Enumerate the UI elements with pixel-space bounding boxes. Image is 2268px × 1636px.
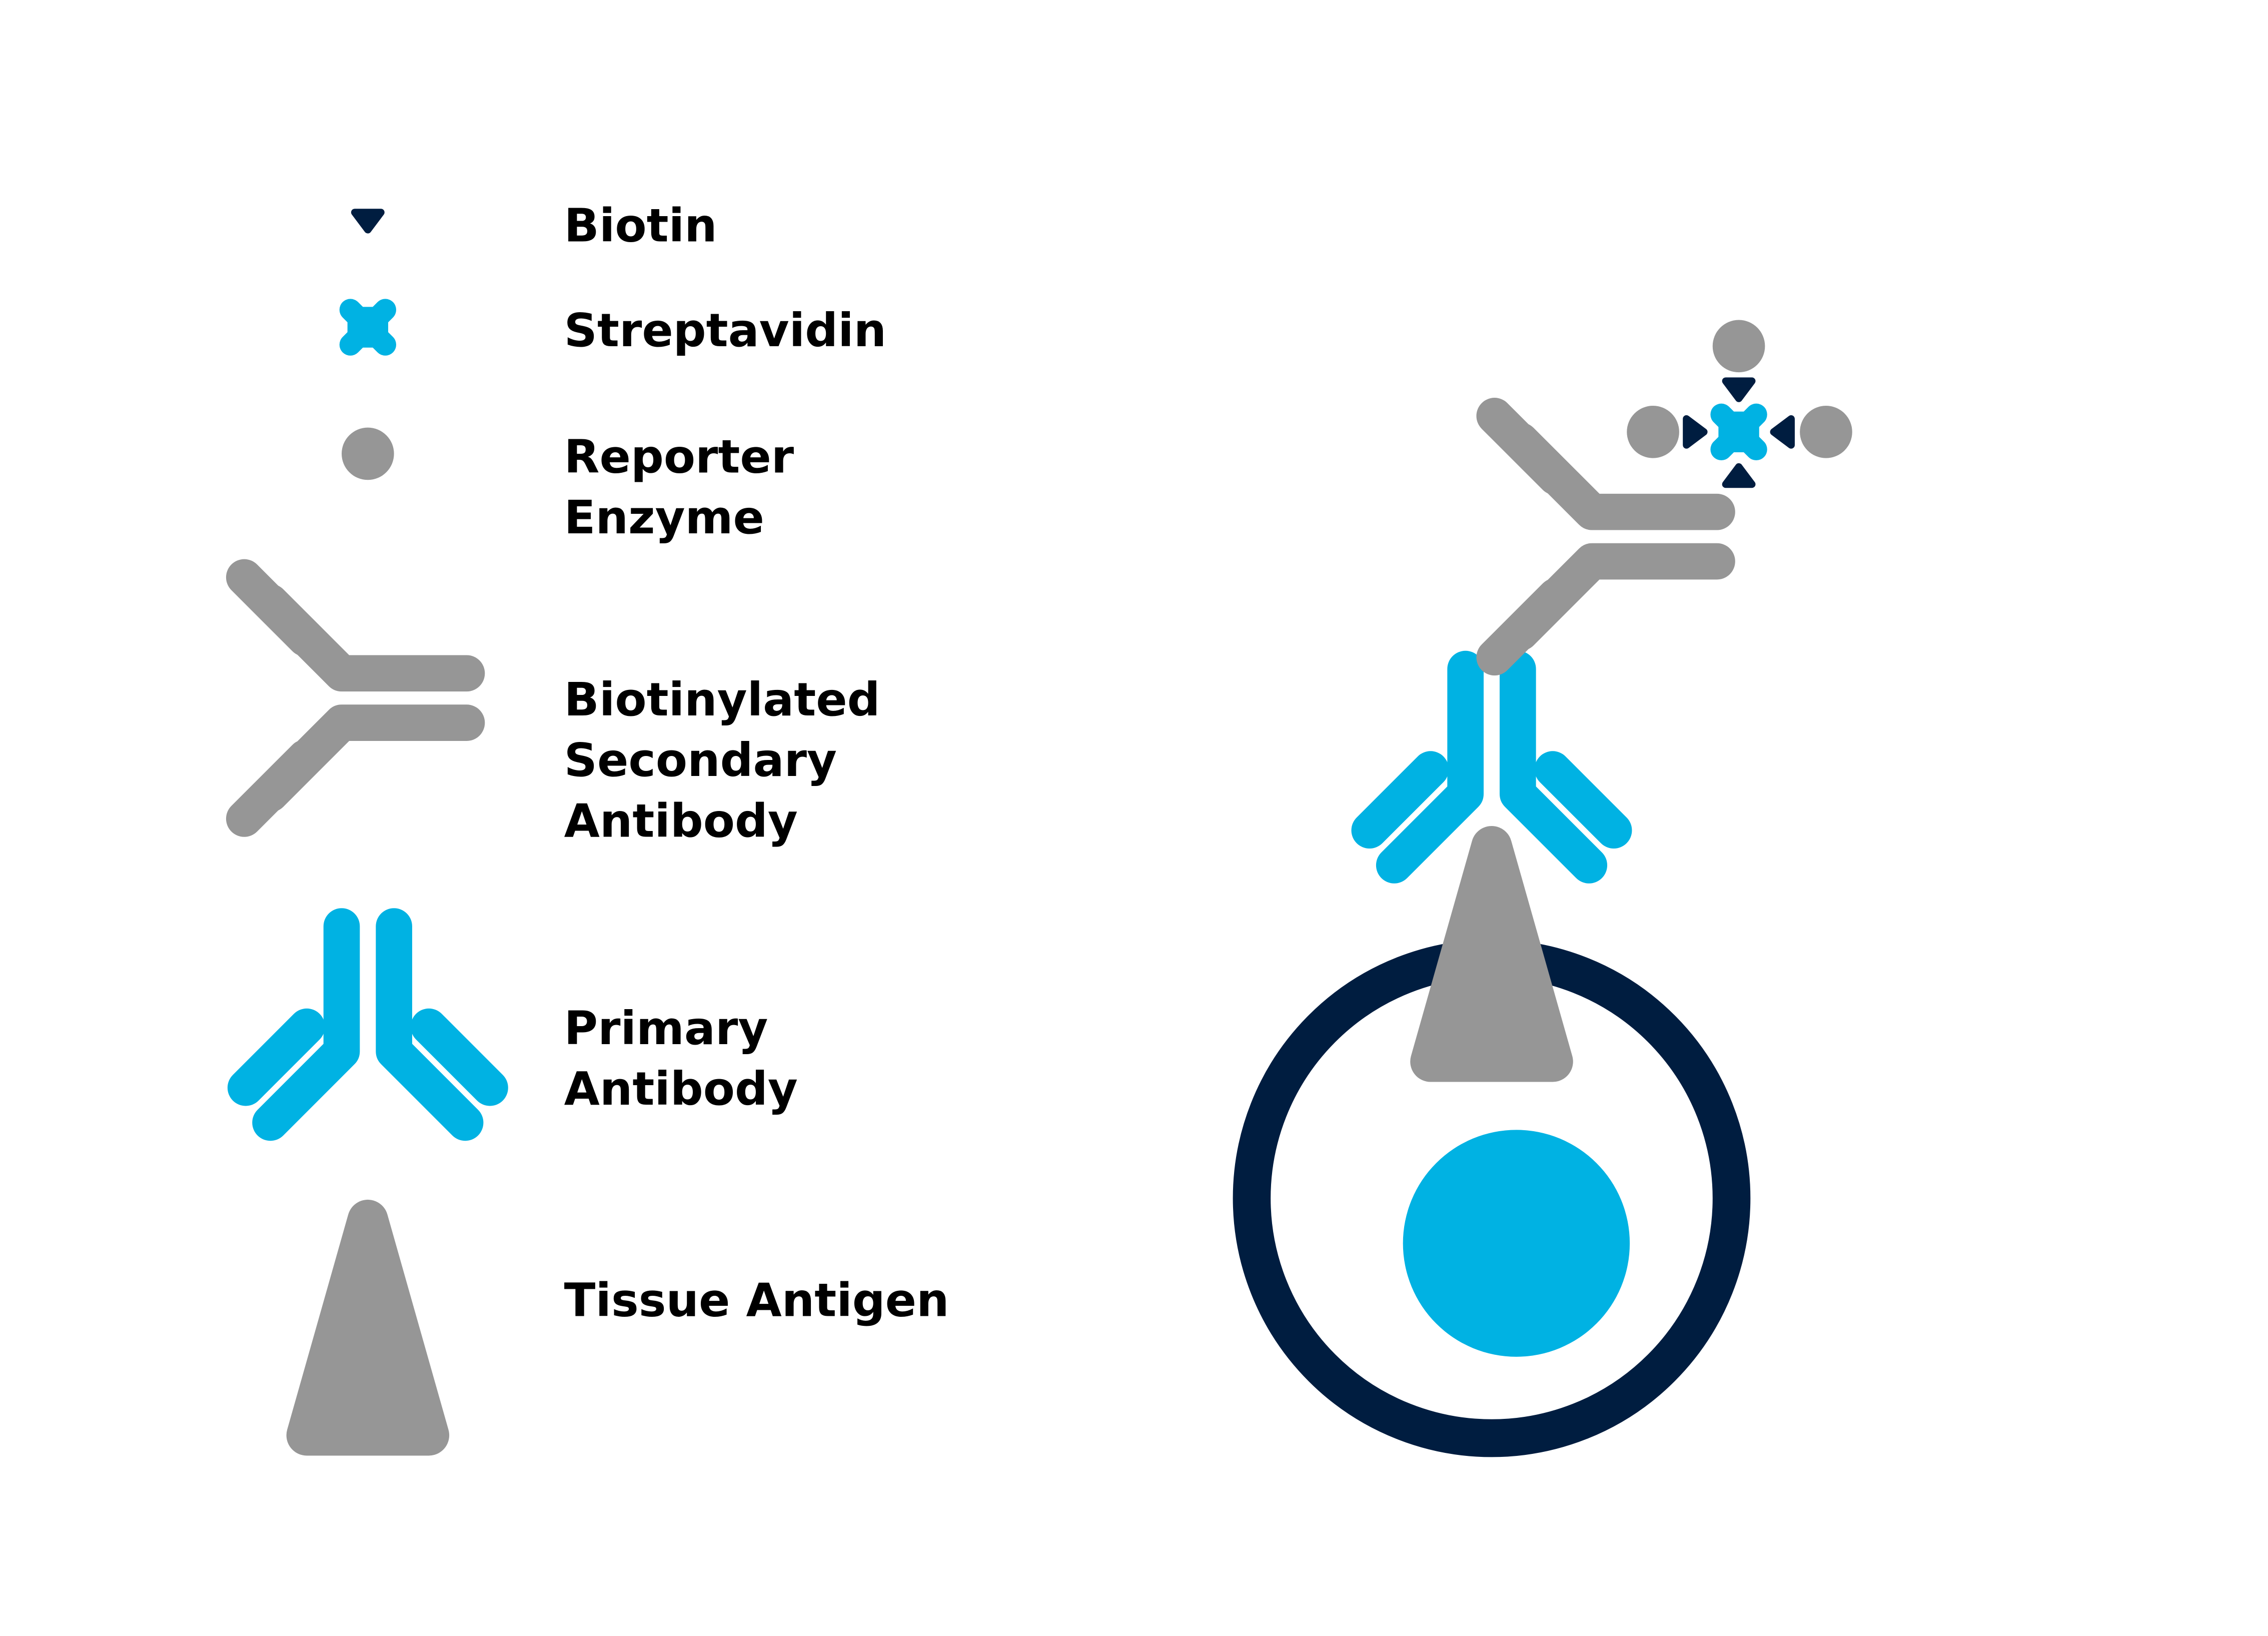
reporter-label-line-2: Enzyme: [564, 491, 764, 544]
secondary-label-line-2: Secondary: [564, 733, 837, 787]
streptavidin-label-line: Streptavidin: [564, 304, 886, 357]
complex-reporter-enzyme-left: [1627, 406, 1679, 458]
streptavidin-label: Streptavidin: [564, 304, 886, 357]
complex-biotin-left: [1686, 419, 1704, 445]
complex-biotin-bottom: [1726, 467, 1752, 484]
primary-label-line-1: Primary: [564, 1002, 768, 1055]
tissue-antigen-label: Tissue Antigen: [564, 1273, 949, 1327]
complex-biotin-right: [1774, 419, 1791, 445]
complex-streptavidin: [1718, 412, 1759, 452]
primary-antibody-label: Primary Antibody: [564, 1002, 798, 1116]
primary-label-line-2: Antibody: [564, 1062, 798, 1116]
reporter-label-line-1: Reporter: [564, 430, 794, 484]
biotin-label-line: Biotin: [564, 199, 717, 253]
tissue-antigen-icon: [307, 1220, 429, 1435]
streptavidin-icon: [348, 307, 388, 347]
complex-reporter-enzyme-top: [1712, 320, 1765, 373]
secondary-label-line-3: Antibody: [564, 794, 798, 848]
complex-reporter-enzyme-right: [1800, 406, 1852, 458]
reporter-enzyme-icon: [342, 427, 394, 480]
antigen-label-line: Tissue Antigen: [564, 1273, 949, 1327]
secondary-antibody-label: Biotinylated Secondary Antibody: [564, 673, 896, 848]
secondary-label-line-1: Biotinylated: [564, 673, 880, 726]
cell-nucleus: [1403, 1130, 1630, 1357]
reporter-enzyme-label: Reporter Enzyme: [564, 430, 810, 544]
secondary-antibody-icon: [244, 577, 467, 819]
assembled-complex: [1233, 320, 1852, 1457]
complex-biotin-top: [1726, 381, 1752, 399]
complex-secondary-antibody: [1495, 416, 1717, 657]
complex-tissue-antigen: [1431, 847, 1553, 1062]
biotin-label: Biotin: [564, 199, 717, 253]
primary-antibody-icon: [246, 927, 490, 1123]
biotin-icon: [355, 212, 381, 230]
